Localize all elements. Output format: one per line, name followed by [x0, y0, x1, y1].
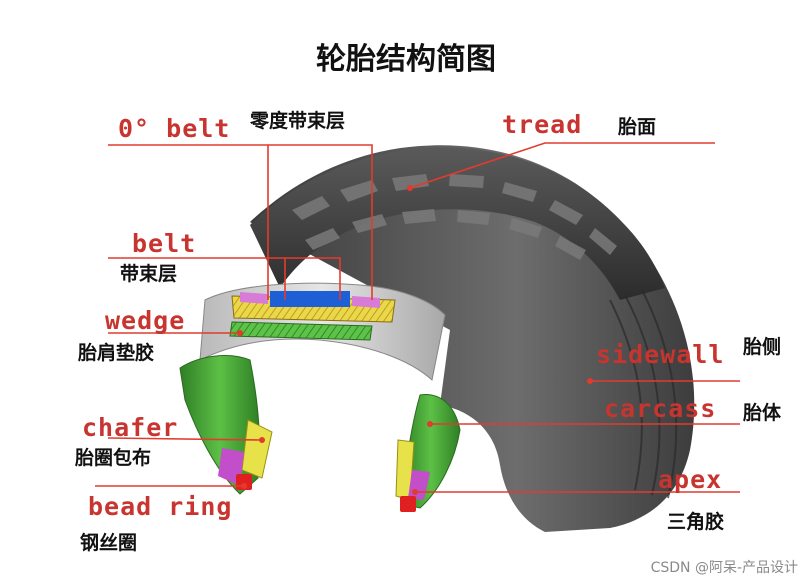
diagram-title: 轮胎结构简图	[316, 42, 496, 77]
label-sidewall-en: sidewall	[596, 340, 725, 369]
label-wedge-cn: 胎肩垫胶	[78, 342, 155, 364]
label-belt0-cn: 零度带束层	[250, 110, 346, 132]
label-carcass-en: carcass	[604, 394, 717, 423]
tread-pattern	[292, 174, 617, 260]
sidewall-grooves	[609, 289, 678, 499]
leader-chafer	[107, 437, 263, 441]
watermark: CSDN @阿呆-产品设计	[650, 560, 798, 576]
belt-blue-layer	[270, 291, 350, 307]
leader-belt-b	[285, 257, 341, 300]
label-carcass-cn: 胎体	[743, 402, 782, 424]
tire-tread-band	[250, 147, 665, 300]
label-bead-ring-en: bead ring	[88, 492, 233, 521]
leader-arrowheads	[237, 185, 593, 495]
label-bead-ring-cn: 钢丝圈	[80, 532, 138, 554]
label-belt-cn: 带束层	[120, 263, 178, 285]
label-chafer-cn: 胎圈包布	[75, 447, 152, 469]
belt-magenta-edge-right	[352, 296, 380, 308]
leader-lines	[95, 142, 740, 493]
belt-green-layer	[229, 321, 373, 341]
chafer-left	[241, 419, 273, 479]
leader-belt0-b	[268, 144, 373, 300]
label-belt0-en: 0° belt	[118, 114, 231, 143]
label-belt-en: belt	[132, 229, 197, 258]
label-apex-cn: 三角胶	[667, 511, 725, 533]
belt-magenta-edge-left	[240, 292, 268, 304]
label-tread-cn: 胎面	[618, 116, 657, 138]
label-chafer-en: chafer	[82, 413, 179, 442]
label-wedge-en: wedge	[105, 306, 186, 335]
label-sidewall-cn: 胎侧	[743, 336, 782, 358]
leader-tread	[409, 142, 715, 189]
label-apex-en: apex	[658, 465, 723, 494]
bead-ring-right	[400, 496, 416, 512]
label-tread-en: tread	[502, 110, 583, 139]
